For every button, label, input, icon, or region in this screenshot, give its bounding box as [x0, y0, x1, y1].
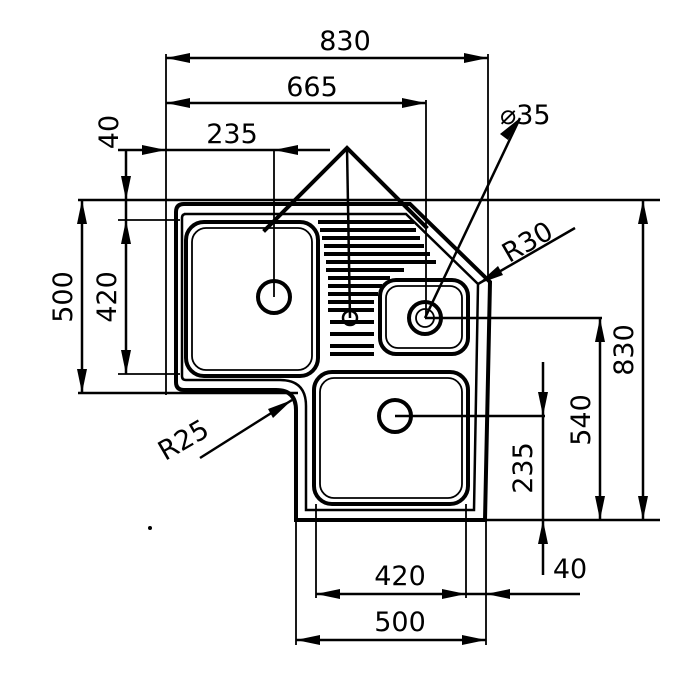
dim-top-overall-width: 830: [319, 26, 371, 57]
bottom-bowl: [312, 370, 470, 506]
dim-top-left-offset: 235: [206, 119, 258, 150]
dim-bottom-overall-width: 500: [374, 607, 426, 638]
dim-right-waste-offset: 540: [566, 394, 597, 446]
dim-right-bowl-offset: 235: [508, 442, 539, 494]
left-bowl: [184, 220, 320, 378]
drainer-grooves: [318, 220, 436, 356]
sink-outline: [174, 202, 493, 522]
dim-right-overall-height: 830: [609, 324, 640, 376]
dim-top-left-margin: 40: [94, 115, 125, 149]
dim-corner-radius-right: R30: [497, 216, 559, 269]
dim-corner-radius-inner: R25: [153, 414, 215, 467]
dimension-lines: [77, 53, 660, 645]
dim-bottom-margin: 40: [553, 554, 587, 585]
dim-bottom-bowl-width: 420: [374, 561, 426, 592]
dim-left-bowl-height: 420: [92, 271, 123, 323]
dim-top-bowl-offset: 665: [286, 72, 338, 103]
dim-waste-diameter: ⌀35: [500, 100, 551, 131]
speck: [148, 526, 152, 530]
dim-left-height: 500: [48, 271, 79, 323]
